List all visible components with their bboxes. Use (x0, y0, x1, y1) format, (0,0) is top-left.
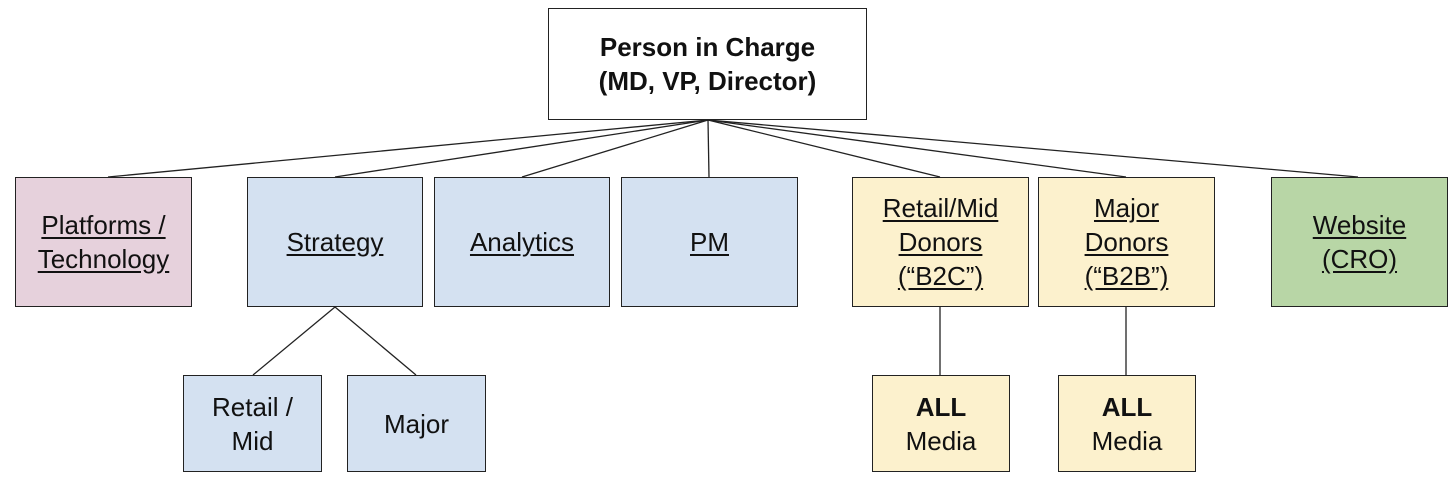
node-label-line: Strategy (286, 227, 384, 257)
node-pm[interactable]: PM (621, 177, 798, 307)
node-label-line: PM (690, 227, 729, 257)
node-major-all-media: ALL Media (1058, 375, 1196, 472)
node-label-line: Retail / (212, 391, 293, 422)
node-label-bold: ALL (1101, 391, 1153, 422)
node-strategy-major: Major (347, 375, 486, 472)
node-retail-mid-donors[interactable]: Retail/Mid Donors (“B2C”) (852, 177, 1029, 307)
connector-root-retail (707, 119, 941, 178)
node-label-line: Major (383, 408, 449, 439)
root-node-person-in-charge: Person in Charge (MD, VP, Director) (548, 8, 867, 120)
node-label-line: Donors (1084, 227, 1169, 257)
node-label-line: Analytics (469, 227, 575, 257)
node-label-line: Retail/Mid (882, 193, 999, 223)
connector-root-platforms (107, 119, 709, 178)
node-strategy[interactable]: Strategy (247, 177, 423, 307)
connector-root-strategy (334, 119, 709, 178)
node-label-line: Mid (231, 425, 274, 456)
node-label-line: Major (1093, 193, 1159, 223)
node-label-line: Technology (37, 244, 170, 274)
node-strategy-retail-mid: Retail / Mid (183, 375, 322, 472)
node-label-line: Website (1312, 210, 1407, 240)
node-retail-all-media: ALL Media (872, 375, 1010, 472)
node-website-cro[interactable]: Website (CRO) (1271, 177, 1448, 307)
node-platforms-technology[interactable]: Platforms / Technology (15, 177, 192, 307)
root-subtitle: (MD, VP, Director) (598, 66, 817, 96)
connector-strategy-major (334, 306, 417, 376)
node-label-line: (“B2C”) (897, 261, 984, 291)
connector-root-website (707, 119, 1359, 178)
connector-root-analytics (521, 119, 709, 178)
node-label-line: (CRO) (1321, 244, 1398, 274)
node-major-donors[interactable]: Major Donors (“B2B”) (1038, 177, 1215, 307)
root-title: Person in Charge (599, 32, 816, 62)
node-label-line: Media (905, 425, 977, 456)
connector-strategy-retail-mid (252, 306, 336, 376)
node-label-line: Platforms / (41, 210, 166, 240)
connector-root-pm (707, 119, 710, 178)
connector-root-major (707, 119, 1127, 178)
node-label-bold: ALL (915, 391, 967, 422)
node-label-line: Donors (898, 227, 983, 257)
node-label-line: Media (1091, 425, 1163, 456)
node-analytics[interactable]: Analytics (434, 177, 610, 307)
node-label-line: (“B2B”) (1084, 261, 1169, 291)
